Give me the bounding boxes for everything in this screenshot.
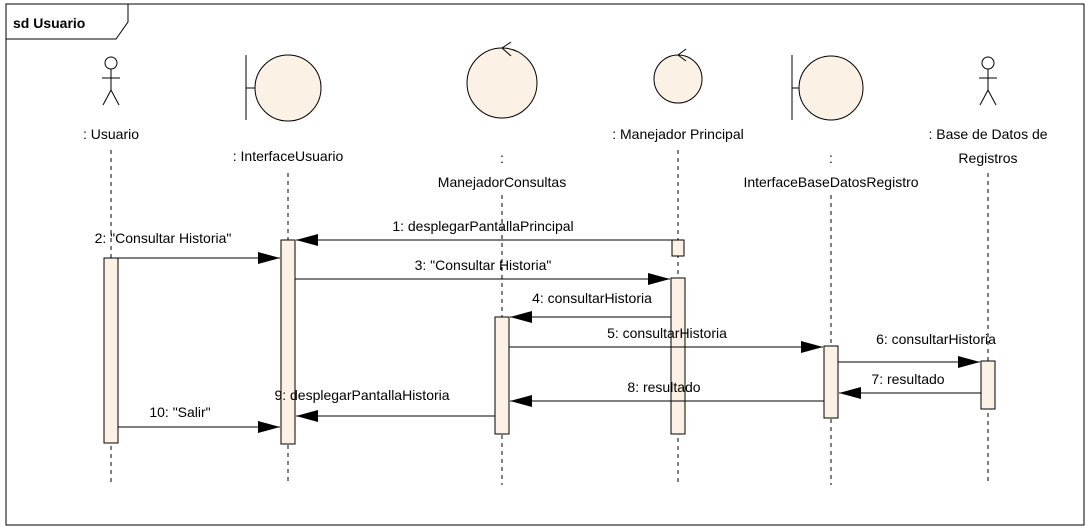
- frame-title-tab: [5, 3, 129, 40]
- boundary-icon: [791, 55, 864, 121]
- message-10[interactable]: 10: "Salir": [118, 404, 280, 433]
- activation-interface-usuario: [280, 239, 296, 445]
- message-8[interactable]: 8: resultado: [510, 379, 824, 407]
- message-7[interactable]: 7: resultado: [839, 371, 981, 399]
- message-9[interactable]: 9: desplegarPantallaHistoria: [274, 387, 495, 422]
- message-label: 4: consultarHistoria: [532, 290, 652, 306]
- activation-manejador-consultas: [494, 316, 510, 435]
- message-label: 5: consultarHistoria: [607, 325, 727, 341]
- participant-label-line2: ManejadorConsultas: [438, 174, 566, 190]
- activation-manejador-principal-2: [670, 277, 686, 435]
- activation-base-datos: [980, 360, 996, 410]
- participant-label-line1: :: [829, 150, 833, 166]
- participant-label-line1: : Base de Datos de: [928, 126, 1047, 142]
- participant-manejador-principal[interactable]: : Manejador Principal: [612, 48, 744, 142]
- frame-title: sd Usuario: [13, 15, 85, 31]
- participant-label: : Usuario: [83, 126, 139, 142]
- participant-label-line2: InterfaceBaseDatosRegistro: [743, 174, 918, 190]
- frame-border: [5, 3, 1085, 526]
- participant-label: : InterfaceUsuario: [233, 148, 344, 164]
- participant-label-line2: Registros: [958, 150, 1017, 166]
- activation-interface-bd-registro: [823, 345, 839, 419]
- control-icon: [653, 48, 703, 104]
- message-label: 10: "Salir": [149, 404, 210, 420]
- participant-interface-usuario[interactable]: : InterfaceUsuario: [233, 54, 344, 164]
- actor-icon: [979, 56, 997, 106]
- participant-base-datos[interactable]: : Base de Datos de Registros: [928, 56, 1048, 166]
- message-label: 3: "Consultar Historia": [415, 257, 552, 273]
- message-3[interactable]: 3: "Consultar Historia": [295, 257, 670, 285]
- message-label: 6: consultarHistoria: [876, 331, 996, 347]
- participant-interface-bd-registro[interactable]: : InterfaceBaseDatosRegistro: [743, 55, 919, 190]
- participant-manejador-consultas[interactable]: : ManejadorConsultas: [438, 41, 566, 190]
- actor-icon: [102, 56, 120, 106]
- message-6[interactable]: 6: consultarHistoria: [838, 331, 996, 368]
- message-label: 9: desplegarPantallaHistoria: [274, 387, 449, 403]
- message-2[interactable]: 2: "Consultar Historia": [95, 230, 280, 264]
- message-1[interactable]: 1: desplegarPantallaPrincipal: [296, 218, 672, 246]
- control-icon: [466, 41, 538, 119]
- activation-manejador-principal-1: [671, 239, 685, 257]
- message-label: 7: resultado: [871, 371, 944, 387]
- message-4[interactable]: 4: consultarHistoria: [510, 290, 671, 323]
- message-label: 2: "Consultar Historia": [95, 230, 232, 246]
- message-5[interactable]: 5: consultarHistoria: [509, 325, 823, 353]
- participant-usuario[interactable]: : Usuario: [83, 56, 139, 142]
- message-label: 1: desplegarPantallaPrincipal: [392, 218, 573, 234]
- participant-label-line1: :: [500, 150, 504, 166]
- boundary-icon: [245, 54, 322, 122]
- message-label: 8: resultado: [627, 379, 700, 395]
- activation-usuario: [103, 257, 119, 444]
- participant-label: : Manejador Principal: [612, 126, 744, 142]
